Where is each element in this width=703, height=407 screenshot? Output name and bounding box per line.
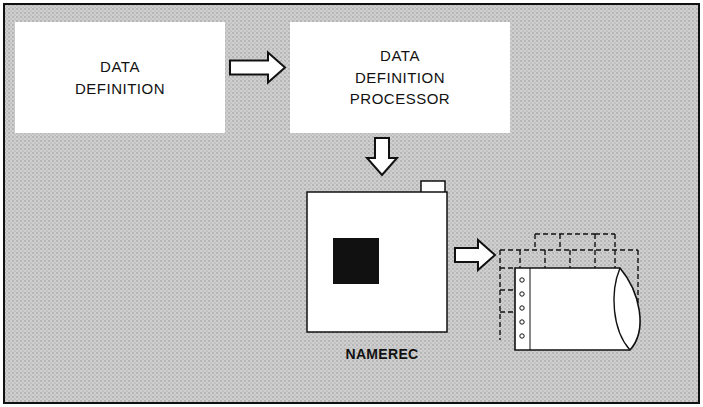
printout-sheet [515, 268, 640, 350]
file-body [307, 192, 447, 332]
output-arrow [455, 240, 495, 270]
file-icon-outline [303, 180, 453, 336]
process-box: DATA DEFINITION PROCESSOR [290, 22, 510, 133]
file-icon: NAMEREC [303, 180, 461, 370]
box-label: DATA DEFINITION PROCESSOR [341, 45, 459, 110]
stippled-panel [4, 4, 699, 403]
box-label: DATA DEFINITION [61, 56, 179, 100]
block-arrow [367, 138, 397, 175]
perforation-line [530, 268, 531, 350]
printout-curl [614, 268, 630, 350]
process-box: DATA DEFINITION [15, 22, 225, 133]
sprocket-holes [520, 278, 524, 338]
file-name: NAMEREC [303, 344, 461, 364]
file-window [333, 238, 379, 284]
block-arrow [230, 53, 285, 83]
